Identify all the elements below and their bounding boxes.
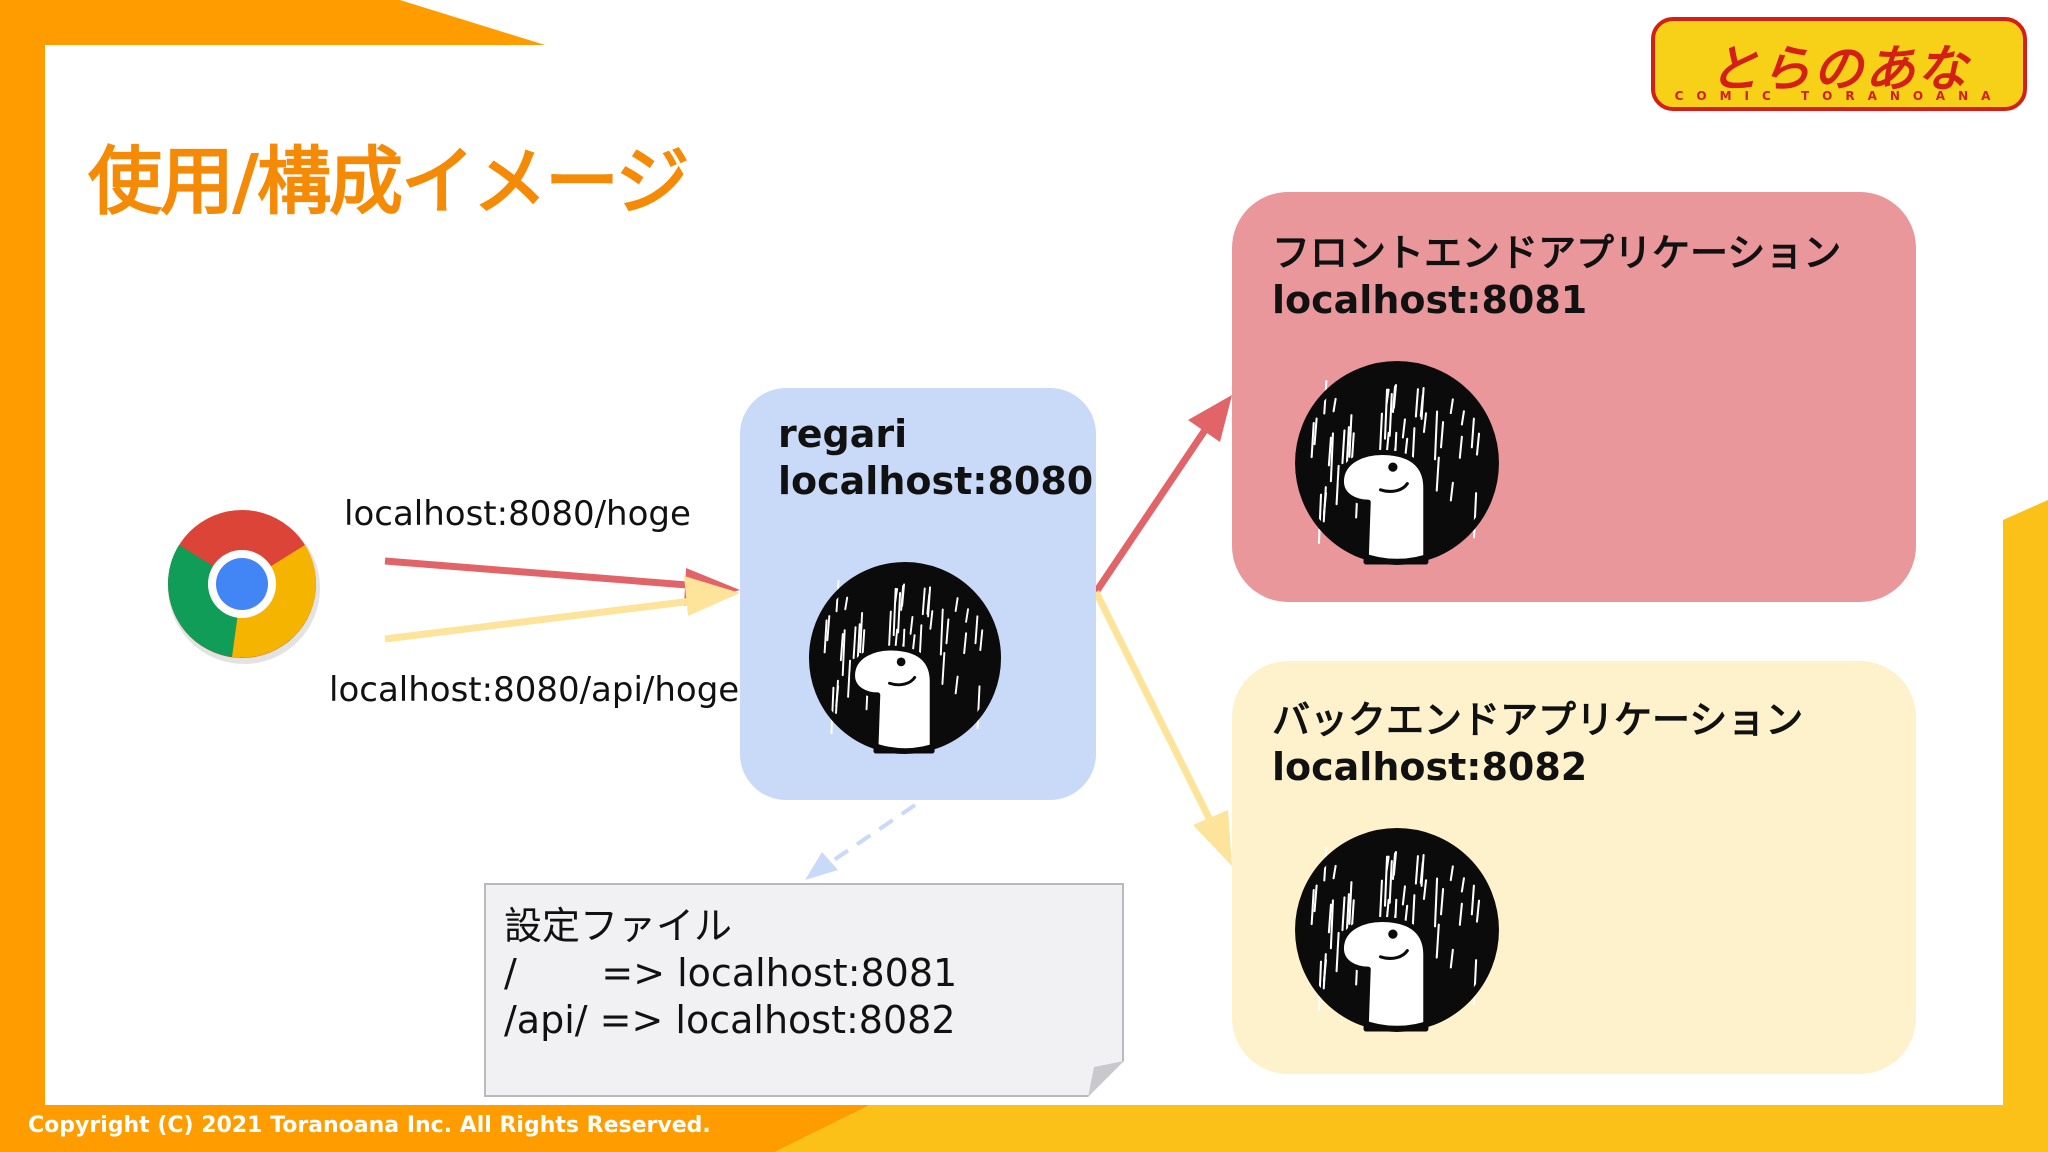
deno-icon — [1295, 361, 1499, 565]
request-hoge-label: localhost:8080/hoge — [344, 494, 691, 534]
frontend-host: localhost:8081 — [1272, 278, 1588, 322]
route-frontend-arrowhead — [1188, 395, 1232, 442]
frontend-label: フロントエンドアプリケーション localhost:8081 — [1272, 230, 1841, 324]
regari-label: regari localhost:8080 — [778, 411, 1093, 505]
backend-host: localhost:8082 — [1272, 745, 1588, 789]
yellow-frame-right — [2003, 500, 2048, 1105]
deno-icon — [1295, 828, 1499, 1032]
config-route-api: /api/ => localhost:8082 — [504, 998, 956, 1042]
regari-name: regari — [778, 412, 908, 456]
deno-icon — [808, 561, 1002, 755]
regari-box: regari localhost:8080 — [740, 388, 1096, 800]
regari-host: localhost:8080 — [778, 459, 1094, 503]
backend-app-box: バックエンドアプリケーション localhost:8082 — [1232, 661, 1916, 1074]
slide-title: 使用/構成イメージ — [88, 139, 690, 225]
request-hoge-arrow-line — [384, 557, 701, 590]
yellow-frame-bottom — [775, 1105, 2048, 1152]
request-api-arrowhead — [684, 576, 740, 616]
frontend-name: フロントエンドアプリケーション — [1272, 231, 1842, 275]
config-file-note: 設定ファイル / => localhost:8081 /api/ => loca… — [484, 883, 1124, 1097]
config-dashed-arrowhead — [805, 852, 838, 880]
orange-frame-bottom — [0, 1105, 870, 1152]
copyright-text: Copyright (C) 2021 Toranoana Inc. All Ri… — [28, 1113, 711, 1138]
config-text: 設定ファイル / => localhost:8081 /api/ => loca… — [504, 903, 957, 1044]
route-backend-arrowhead — [1193, 810, 1232, 866]
config-dashed-arrow-line — [823, 803, 917, 868]
config-route-root: / => localhost:8081 — [504, 951, 958, 995]
chrome-icon — [167, 510, 320, 664]
route-backend-arrow-line — [1092, 590, 1214, 822]
folded-corner — [1088, 1061, 1124, 1097]
logo-sub-text: COMIC TORANOANA — [1674, 89, 2004, 103]
route-frontend-arrow-line — [1093, 428, 1208, 594]
backend-label: バックエンドアプリケーション localhost:8082 — [1272, 697, 1803, 791]
frontend-app-box: フロントエンドアプリケーション localhost:8081 — [1232, 192, 1916, 602]
config-title: 設定ファイル — [504, 904, 733, 948]
toranoana-logo: とらのあな COMIC TORANOANA — [1651, 17, 2027, 111]
request-api-arrow-line — [384, 596, 701, 643]
logo-main-text: とらのあな — [1709, 40, 1969, 98]
request-api-label: localhost:8080/api/hoge — [329, 670, 740, 710]
backend-name: バックエンドアプリケーション — [1272, 698, 1804, 742]
